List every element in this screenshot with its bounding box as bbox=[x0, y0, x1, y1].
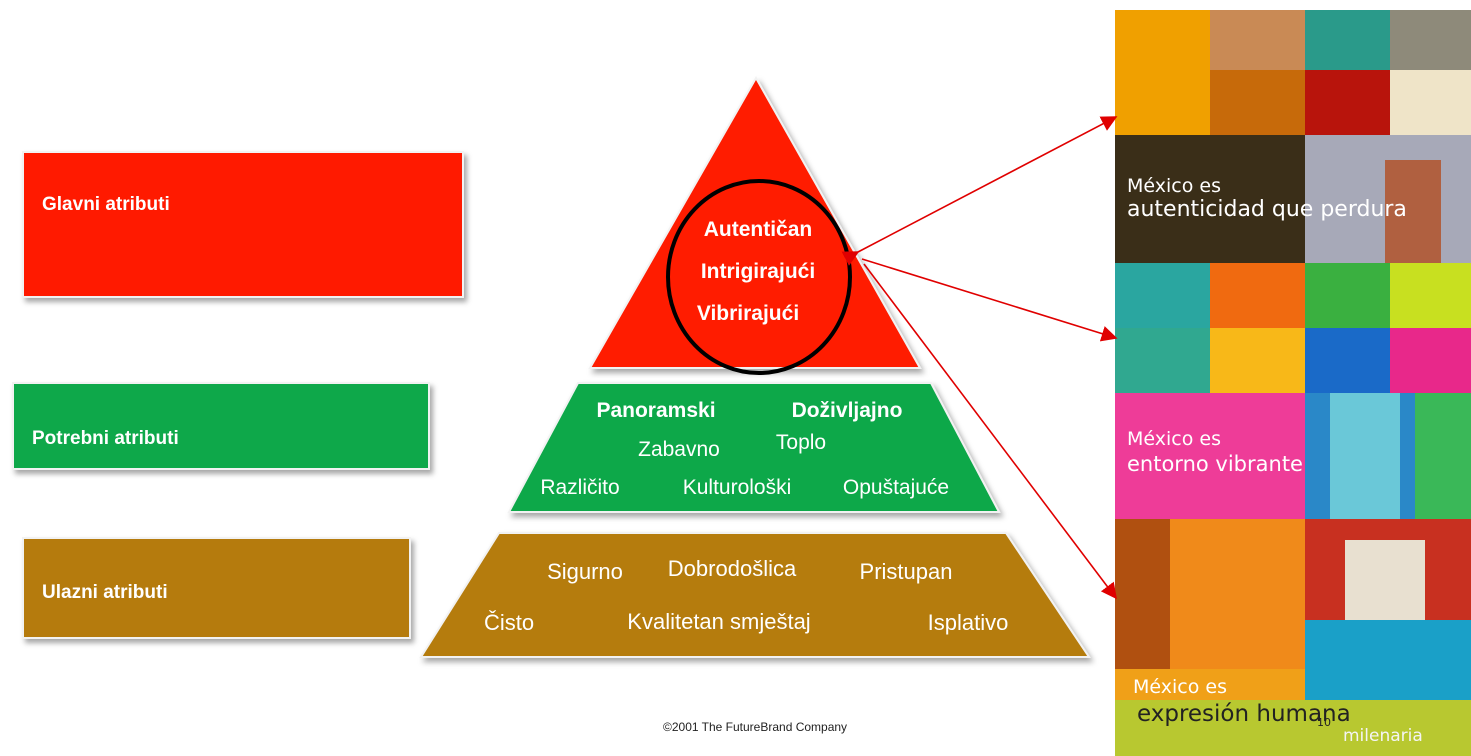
bot-attr-pristupan: Pristupan bbox=[860, 559, 953, 584]
tile bbox=[1390, 263, 1471, 328]
tile bbox=[1305, 328, 1390, 393]
caption-3-line1: México es bbox=[1133, 676, 1227, 698]
caption-1-line2: autenticidad que perdura bbox=[1127, 197, 1407, 222]
tile bbox=[1115, 700, 1471, 756]
tile bbox=[1115, 10, 1210, 135]
tile bbox=[1390, 70, 1471, 135]
main-attributes-label: Glavni atributi bbox=[42, 194, 170, 215]
bot-attr-sigurno: Sigurno bbox=[547, 559, 623, 584]
top-attr-2: Intrigirajući bbox=[701, 260, 815, 283]
tile bbox=[1115, 135, 1305, 263]
caption-1-line1: México es bbox=[1127, 175, 1221, 197]
entry-attributes-box: Ulazni atributi bbox=[22, 537, 411, 639]
tile bbox=[1115, 393, 1305, 519]
top-attr-3: Vibrirajući bbox=[697, 302, 799, 325]
mexico-collage: México es autenticidad que perdura Méxic… bbox=[1115, 10, 1471, 756]
caption-2-line1: México es bbox=[1127, 428, 1221, 450]
tile bbox=[1115, 519, 1170, 669]
top-attr-1: Autentičan bbox=[704, 218, 813, 241]
tile bbox=[1305, 263, 1390, 328]
required-attributes-label: Potrebni atributi bbox=[32, 428, 179, 449]
tile bbox=[1115, 328, 1210, 393]
tile bbox=[1305, 620, 1471, 700]
tile bbox=[1170, 519, 1305, 669]
tile bbox=[1390, 10, 1471, 70]
mid-attr-razlicito: Različito bbox=[540, 476, 619, 499]
caption-3-line2: expresión humana bbox=[1137, 701, 1351, 727]
main-attributes-box: Glavni atributi bbox=[22, 151, 464, 298]
caption-2-line2: entorno vibrante bbox=[1127, 452, 1303, 476]
tile bbox=[1305, 10, 1390, 70]
page-number: 10 bbox=[1317, 716, 1331, 729]
highlight-circle bbox=[666, 179, 852, 375]
tile bbox=[1415, 393, 1471, 519]
required-attributes-box: Potrebni atributi bbox=[12, 382, 430, 470]
mid-attr-panoramski: Panoramski bbox=[596, 399, 715, 422]
tile bbox=[1210, 70, 1305, 135]
mid-attr-opustajuce: Opuštajuće bbox=[843, 476, 949, 499]
entry-attributes-label: Ulazni atributi bbox=[42, 582, 168, 603]
tile bbox=[1210, 263, 1305, 328]
tile bbox=[1210, 10, 1305, 70]
tile bbox=[1385, 160, 1441, 263]
mid-attr-kulturoloski: Kulturološki bbox=[683, 476, 792, 499]
mid-attr-zabavno: Zabavno bbox=[638, 438, 720, 461]
tile bbox=[1330, 393, 1400, 519]
caption-3-line3: milenaria bbox=[1343, 726, 1423, 746]
mid-attr-toplo: Toplo bbox=[776, 431, 826, 454]
bot-attr-kvalitetan: Kvalitetan smještaj bbox=[627, 609, 810, 634]
tile bbox=[1210, 328, 1305, 393]
bot-attr-dobrodoslica: Dobrodošlica bbox=[668, 556, 797, 581]
tile bbox=[1305, 70, 1390, 135]
bot-attr-isplativo: Isplativo bbox=[928, 610, 1009, 635]
pyramid-top-triangle bbox=[588, 75, 922, 369]
mid-attr-dozivljajno: Doživljajno bbox=[792, 399, 903, 422]
copyright-notice: ©2001 The FutureBrand Company bbox=[663, 720, 848, 734]
tile bbox=[1115, 263, 1210, 328]
bot-attr-cisto: Čisto bbox=[484, 610, 534, 635]
pyramid-bottom-trapezoid bbox=[419, 532, 1091, 658]
tile bbox=[1390, 328, 1471, 393]
